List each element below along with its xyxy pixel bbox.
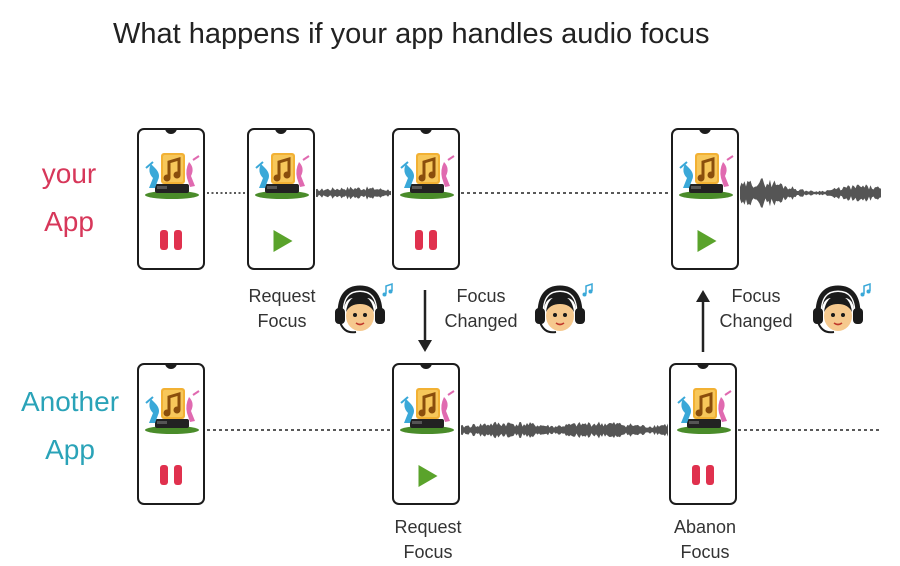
music-app-icon bbox=[141, 148, 203, 200]
another-app-phone-1 bbox=[137, 363, 205, 505]
caption-line: Abanon bbox=[673, 517, 737, 537]
caption-line: Focus bbox=[403, 542, 453, 562]
caption-line: Changed bbox=[444, 311, 518, 331]
caption-line: Request bbox=[394, 517, 462, 537]
play-icon bbox=[697, 230, 717, 252]
your-app-waveform-short bbox=[316, 186, 391, 200]
caption-line: Focus bbox=[731, 286, 781, 306]
your-app-label: your App bbox=[28, 150, 110, 246]
your-app-phone-3 bbox=[392, 128, 460, 270]
your-app-label-line2: App bbox=[44, 206, 94, 237]
arrow-down-icon bbox=[418, 290, 432, 352]
pause-icon bbox=[160, 465, 182, 485]
caption-line: Request bbox=[248, 286, 316, 306]
caption-request-focus-bottom: Request Focus bbox=[386, 515, 470, 565]
music-app-icon bbox=[396, 148, 458, 200]
caption-focus-changed-1: Focus Changed bbox=[436, 284, 526, 334]
headphones-person-icon bbox=[530, 282, 594, 342]
caption-focus-changed-2: Focus Changed bbox=[711, 284, 801, 334]
music-app-icon bbox=[251, 148, 313, 200]
diagram-title: What happens if your app handles audio f… bbox=[113, 18, 710, 50]
music-app-icon bbox=[675, 148, 737, 200]
headphones-person-icon bbox=[330, 282, 394, 342]
music-app-icon bbox=[396, 383, 458, 435]
music-app-icon bbox=[673, 383, 735, 435]
another-app-label: Another App bbox=[10, 378, 130, 474]
play-icon bbox=[273, 230, 293, 252]
your-app-waveform-loud bbox=[740, 178, 881, 208]
caption-abandon-focus: Abanon Focus bbox=[664, 515, 746, 565]
music-app-icon bbox=[141, 383, 203, 435]
caption-line: Focus bbox=[257, 311, 307, 331]
another-app-phone-3 bbox=[669, 363, 737, 505]
pause-icon bbox=[692, 465, 714, 485]
another-app-label-line1: Another bbox=[20, 386, 120, 417]
caption-request-focus-top: Request Focus bbox=[240, 284, 324, 334]
your-app-phone-2 bbox=[247, 128, 315, 270]
another-app-label-line2: App bbox=[45, 434, 95, 465]
your-app-phone-1 bbox=[137, 128, 205, 270]
caption-line: Focus bbox=[456, 286, 506, 306]
your-app-phone-4 bbox=[671, 128, 739, 270]
arrow-up-icon bbox=[696, 290, 710, 352]
pause-icon bbox=[160, 230, 182, 250]
caption-line: Changed bbox=[719, 311, 793, 331]
another-app-waveform bbox=[461, 421, 668, 439]
another-app-phone-2 bbox=[392, 363, 460, 505]
pause-icon bbox=[415, 230, 437, 250]
caption-line: Focus bbox=[680, 542, 730, 562]
headphones-person-icon bbox=[808, 282, 872, 342]
play-icon bbox=[418, 465, 438, 487]
your-app-label-line1: your bbox=[41, 158, 97, 189]
